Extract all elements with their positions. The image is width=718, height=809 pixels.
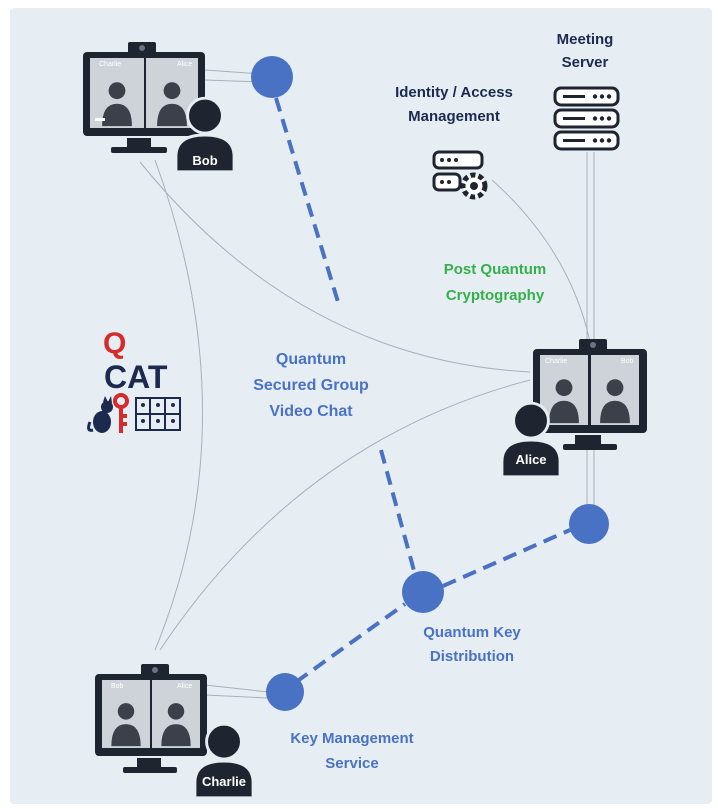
qkd-link-center [379,449,418,579]
qcat-logo: Q CAT [87,327,181,433]
qkd-link-alice [442,528,571,588]
qkd-label: Quantum Key Distribution [423,624,521,665]
link-charlie-node-2 [204,694,269,699]
screen-name: Charlie [99,61,121,68]
link-charlie-node [204,684,269,693]
qkd-link-charlie [294,602,407,684]
svg-text:Server: Server [562,54,609,71]
svg-text:Identity / Access: Identity / Access [395,84,513,101]
link-bob-charlie [154,159,203,651]
svg-text:Service: Service [325,755,378,772]
workstation-bob: Charlie Alice Bob [83,42,236,174]
logo-cat: CAT [104,359,168,395]
video-grid-icon [135,397,181,431]
qkd-node-bob [251,56,293,98]
link-iam-alice [491,179,591,343]
workstation-charlie: Bob Alice Charlie [95,664,255,800]
logo-q: Q [103,327,126,360]
screen-name: Bob [621,358,634,365]
svg-text:Video Chat: Video Chat [269,403,353,420]
meeting-server-label: Meeting Server [557,31,614,71]
qkd-link-bob [274,97,340,303]
network-links [139,69,595,699]
link-bob-alice [139,161,531,373]
screen-name: Charlie [545,358,567,365]
qkd-node-center [402,571,444,613]
svg-text:Distribution: Distribution [430,648,514,665]
participant-name-charlie: Charlie [202,774,246,789]
svg-text:Meeting: Meeting [557,31,614,48]
qkd-node-alice [569,504,609,544]
server-icon [553,86,620,151]
link-alice-charlie [159,379,531,651]
kms-node [266,673,304,711]
key-icon [113,393,129,433]
workstation-alice: Charlie Bob Alice [500,339,647,479]
svg-text:Post Quantum: Post Quantum [444,261,547,278]
svg-text:Key Management: Key Management [290,730,413,747]
screen-name: Alice [177,61,192,68]
svg-text:Management: Management [408,108,500,125]
svg-text:Secured Group: Secured Group [253,377,369,394]
kms-label: Key Management Service [290,730,413,772]
participant-name-alice: Alice [515,452,546,467]
post-quantum-label: Post Quantum Cryptography [444,261,547,304]
participant-name-bob: Bob [192,153,217,168]
group-chat-label: Quantum Secured Group Video Chat [253,351,369,420]
identity-access-label: Identity / Access Management [395,84,513,125]
svg-text:Quantum: Quantum [276,351,346,368]
svg-text:Quantum Key: Quantum Key [423,624,521,641]
cat-icon [87,396,113,433]
settings-server-icon [432,150,488,200]
quantum-links [274,97,571,684]
screen-name: Alice [177,683,192,690]
svg-text:Cryptography: Cryptography [446,287,545,304]
screen-name: Bob [111,683,124,690]
